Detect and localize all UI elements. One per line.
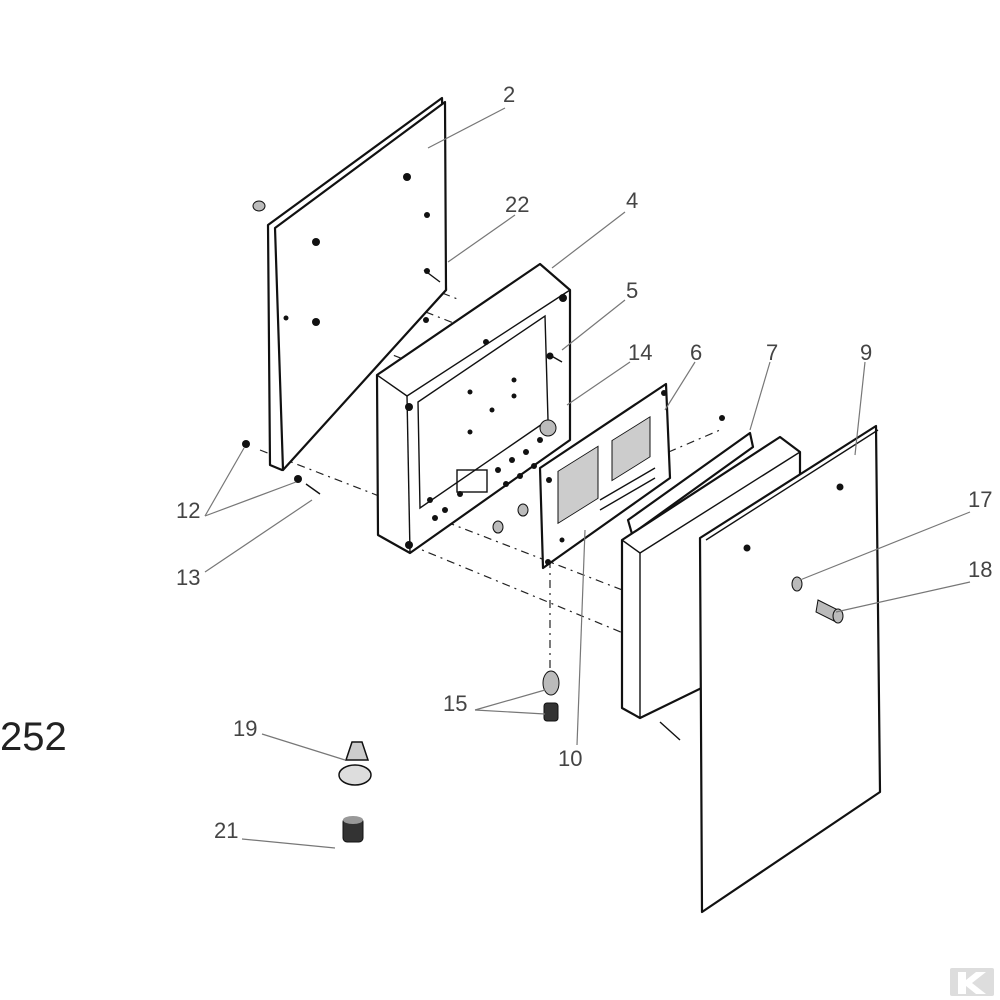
part-22-screw [423, 268, 441, 283]
callout-14: 14 [628, 340, 652, 365]
part-4-enclosure-box [375, 262, 572, 555]
callout-5: 5 [626, 278, 638, 303]
part-5-screw [546, 352, 563, 363]
part-2-rear-cover [252, 96, 448, 472]
watermark-k-logo [950, 968, 994, 996]
part-7-gasket-frame [626, 415, 755, 536]
callout-6: 6 [690, 340, 702, 365]
part-21-nut [342, 816, 364, 843]
callout-19: 19 [233, 716, 257, 741]
part-18-bolt [815, 599, 844, 624]
callout-4: 4 [626, 188, 638, 213]
figure-number: 252 [0, 715, 67, 759]
callout-22: 22 [505, 192, 529, 217]
callout-9: 9 [860, 340, 872, 365]
part-17-washer [791, 576, 803, 592]
callout-12: 12 [176, 498, 200, 523]
callout-10: 10 [558, 746, 582, 771]
leader-lines [204, 107, 971, 849]
part-15-cable-gland [542, 670, 560, 722]
part-19-grommet [338, 741, 372, 786]
callout-labels: 2 22 4 5 14 6 7 9 17 18 12 13 15 10 19 2… [176, 82, 992, 843]
part-6-circuit-board [538, 382, 672, 570]
callout-18: 18 [968, 557, 992, 582]
standoffs [492, 503, 529, 534]
callout-15: 15 [443, 691, 467, 716]
callout-21: 21 [214, 818, 238, 843]
callout-2: 2 [503, 82, 515, 107]
part-12-13-fasteners [242, 440, 321, 495]
part-9-front-cover [698, 424, 882, 914]
callout-7: 7 [766, 340, 778, 365]
callout-13: 13 [176, 565, 200, 590]
callout-17: 17 [968, 487, 992, 512]
